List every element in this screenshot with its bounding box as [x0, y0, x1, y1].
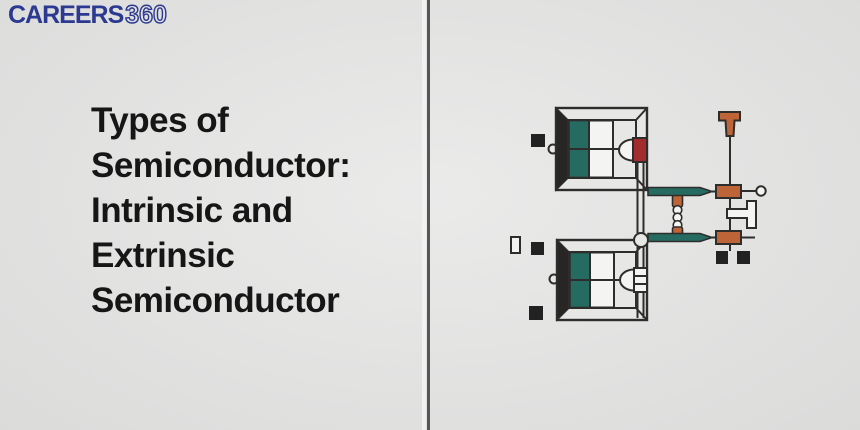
led-dome	[618, 138, 634, 162]
bead-chain	[671, 194, 684, 238]
black-square	[529, 306, 543, 320]
black-square	[531, 134, 545, 147]
careers360-logo: CAREERS360	[8, 1, 168, 29]
divider-highlight	[422, 0, 426, 430]
plunger-icon	[718, 111, 741, 137]
wire-bus	[633, 162, 649, 318]
led-dome	[619, 268, 635, 292]
resistor-top	[715, 184, 742, 199]
scatter-elements	[510, 134, 750, 320]
logo-brand-text: CAREERS	[8, 1, 124, 29]
white-slot	[510, 236, 521, 254]
junction-node	[633, 232, 649, 248]
page-title: Types of Semiconductor: Intrinsic and Ex…	[91, 98, 351, 323]
title-line-5: Semiconductor	[91, 281, 340, 320]
resistor-bottom	[715, 230, 742, 245]
box-left-wall	[555, 106, 569, 192]
red-led	[632, 137, 648, 163]
logo-suffix-text: 360	[125, 1, 168, 29]
black-square	[737, 251, 750, 264]
bottom-led-box	[548, 238, 649, 322]
conductor-bar-top	[647, 186, 715, 197]
box-left-wall	[556, 238, 570, 322]
circuit-illustration	[510, 106, 767, 322]
title-line-2: Semiconductor:	[91, 146, 351, 185]
top-led-box	[547, 106, 649, 192]
bracket-shape	[726, 200, 757, 229]
terminal-circle	[755, 185, 767, 197]
title-line-3: Intrinsic and	[91, 191, 293, 230]
black-square	[716, 251, 728, 264]
conductor-bars	[647, 186, 716, 243]
black-square	[531, 242, 544, 255]
title-line-1: Types of	[91, 101, 229, 140]
conductor-bar-bottom	[647, 232, 715, 243]
right-column	[715, 111, 767, 251]
title-line-4: Extrinsic	[91, 236, 235, 275]
vertical-divider	[427, 0, 430, 430]
white-led	[633, 267, 648, 293]
